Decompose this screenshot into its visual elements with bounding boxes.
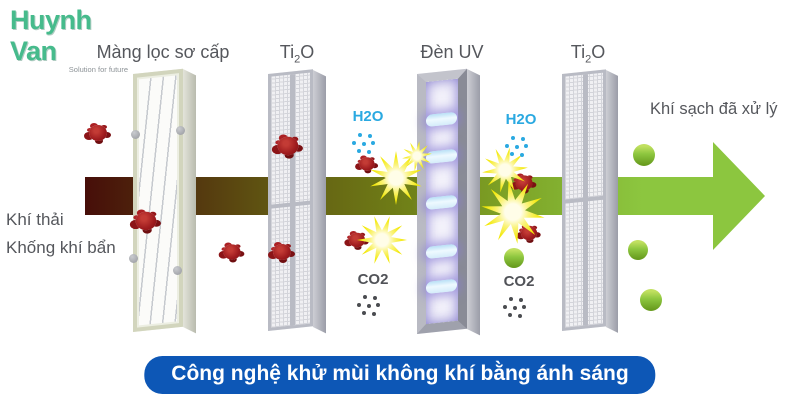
ti2o-2-sub: 2 [585, 53, 592, 66]
clean-particle-icon [504, 248, 524, 268]
input-air-label-2: Khống khí bẩn [6, 238, 116, 257]
output-air-label: Khí sạch đã xử lý [650, 100, 778, 118]
screw-icon [173, 266, 182, 275]
screw-icon [131, 130, 140, 139]
ti2o-filter-1-side [313, 70, 326, 334]
uv-flash-icon [350, 208, 413, 271]
dirty-particle-icon [135, 211, 157, 231]
dirty-particle-icon [89, 125, 107, 141]
uv-tube-icon [426, 194, 457, 211]
uv-lamp-unit [417, 68, 480, 336]
uv-tube-icon [426, 278, 457, 295]
ti2o-2-post: O [591, 42, 606, 62]
uv-lamp-frame [417, 68, 467, 335]
molecule-dots-icon [363, 295, 367, 299]
mesh-frame-bar [289, 74, 295, 326]
label-primary-filter: Màng lọc sơ cấp [96, 42, 230, 62]
dirty-particle-icon [348, 232, 366, 248]
dirty-particle-icon [520, 225, 538, 241]
dirty-particle-icon [277, 136, 299, 156]
input-air-label-1: Khí thải [6, 210, 64, 229]
h2o-label: H2O [505, 111, 537, 128]
molecule-dots-icon [358, 133, 362, 137]
label-ti2o-1: Ti2O [262, 42, 332, 66]
uv-lamp-side [467, 69, 480, 336]
brand-logo: Huynh Van Solution for future [10, 5, 140, 74]
screw-icon [129, 254, 138, 263]
caption-banner: Công nghệ khử mùi không khí bằng ánh sán… [144, 356, 656, 394]
ti2o-2-pre: Ti [570, 42, 586, 62]
ti2o-filter-panel-1 [268, 69, 326, 334]
louver-slats [139, 75, 177, 326]
molecule-dots-icon [509, 297, 513, 301]
label-uv-lamp: Đèn UV [420, 42, 484, 62]
brand-tagline: Solution for future [68, 65, 128, 74]
ti2o-filter-2-front [562, 69, 606, 331]
screw-icon [176, 126, 185, 135]
uv-tube-icon [426, 111, 457, 128]
uv-tube-icon [426, 243, 457, 260]
dirty-particle-icon [273, 244, 291, 260]
ti2o-filter-panel-2 [562, 69, 618, 333]
primary-filter-panel [129, 68, 196, 334]
brand-name: Huynh Van [10, 5, 92, 66]
ti2o-1-pre: Ti [279, 42, 295, 62]
h2o-label: H2O [352, 108, 384, 125]
dirty-particle-icon [223, 244, 241, 260]
ti2o-1-post: O [300, 42, 315, 62]
clean-particle-icon [628, 240, 648, 260]
primary-filter-front [133, 68, 183, 333]
ti2o-1-sub: 2 [294, 53, 301, 66]
label-ti2o-2: Ti2O [553, 42, 623, 66]
primary-filter-side [183, 69, 196, 334]
uv-tube-icon [426, 148, 457, 165]
co2-label: CO2 [357, 271, 389, 288]
ti2o-filter-2-side [606, 70, 618, 333]
clean-particle-icon [633, 144, 655, 166]
co2-label: CO2 [503, 273, 535, 290]
molecule-dots-icon [511, 136, 515, 140]
ti2o-filter-1-front [268, 69, 313, 331]
clean-particle-icon [640, 289, 662, 311]
dirty-particle-icon [359, 157, 375, 171]
